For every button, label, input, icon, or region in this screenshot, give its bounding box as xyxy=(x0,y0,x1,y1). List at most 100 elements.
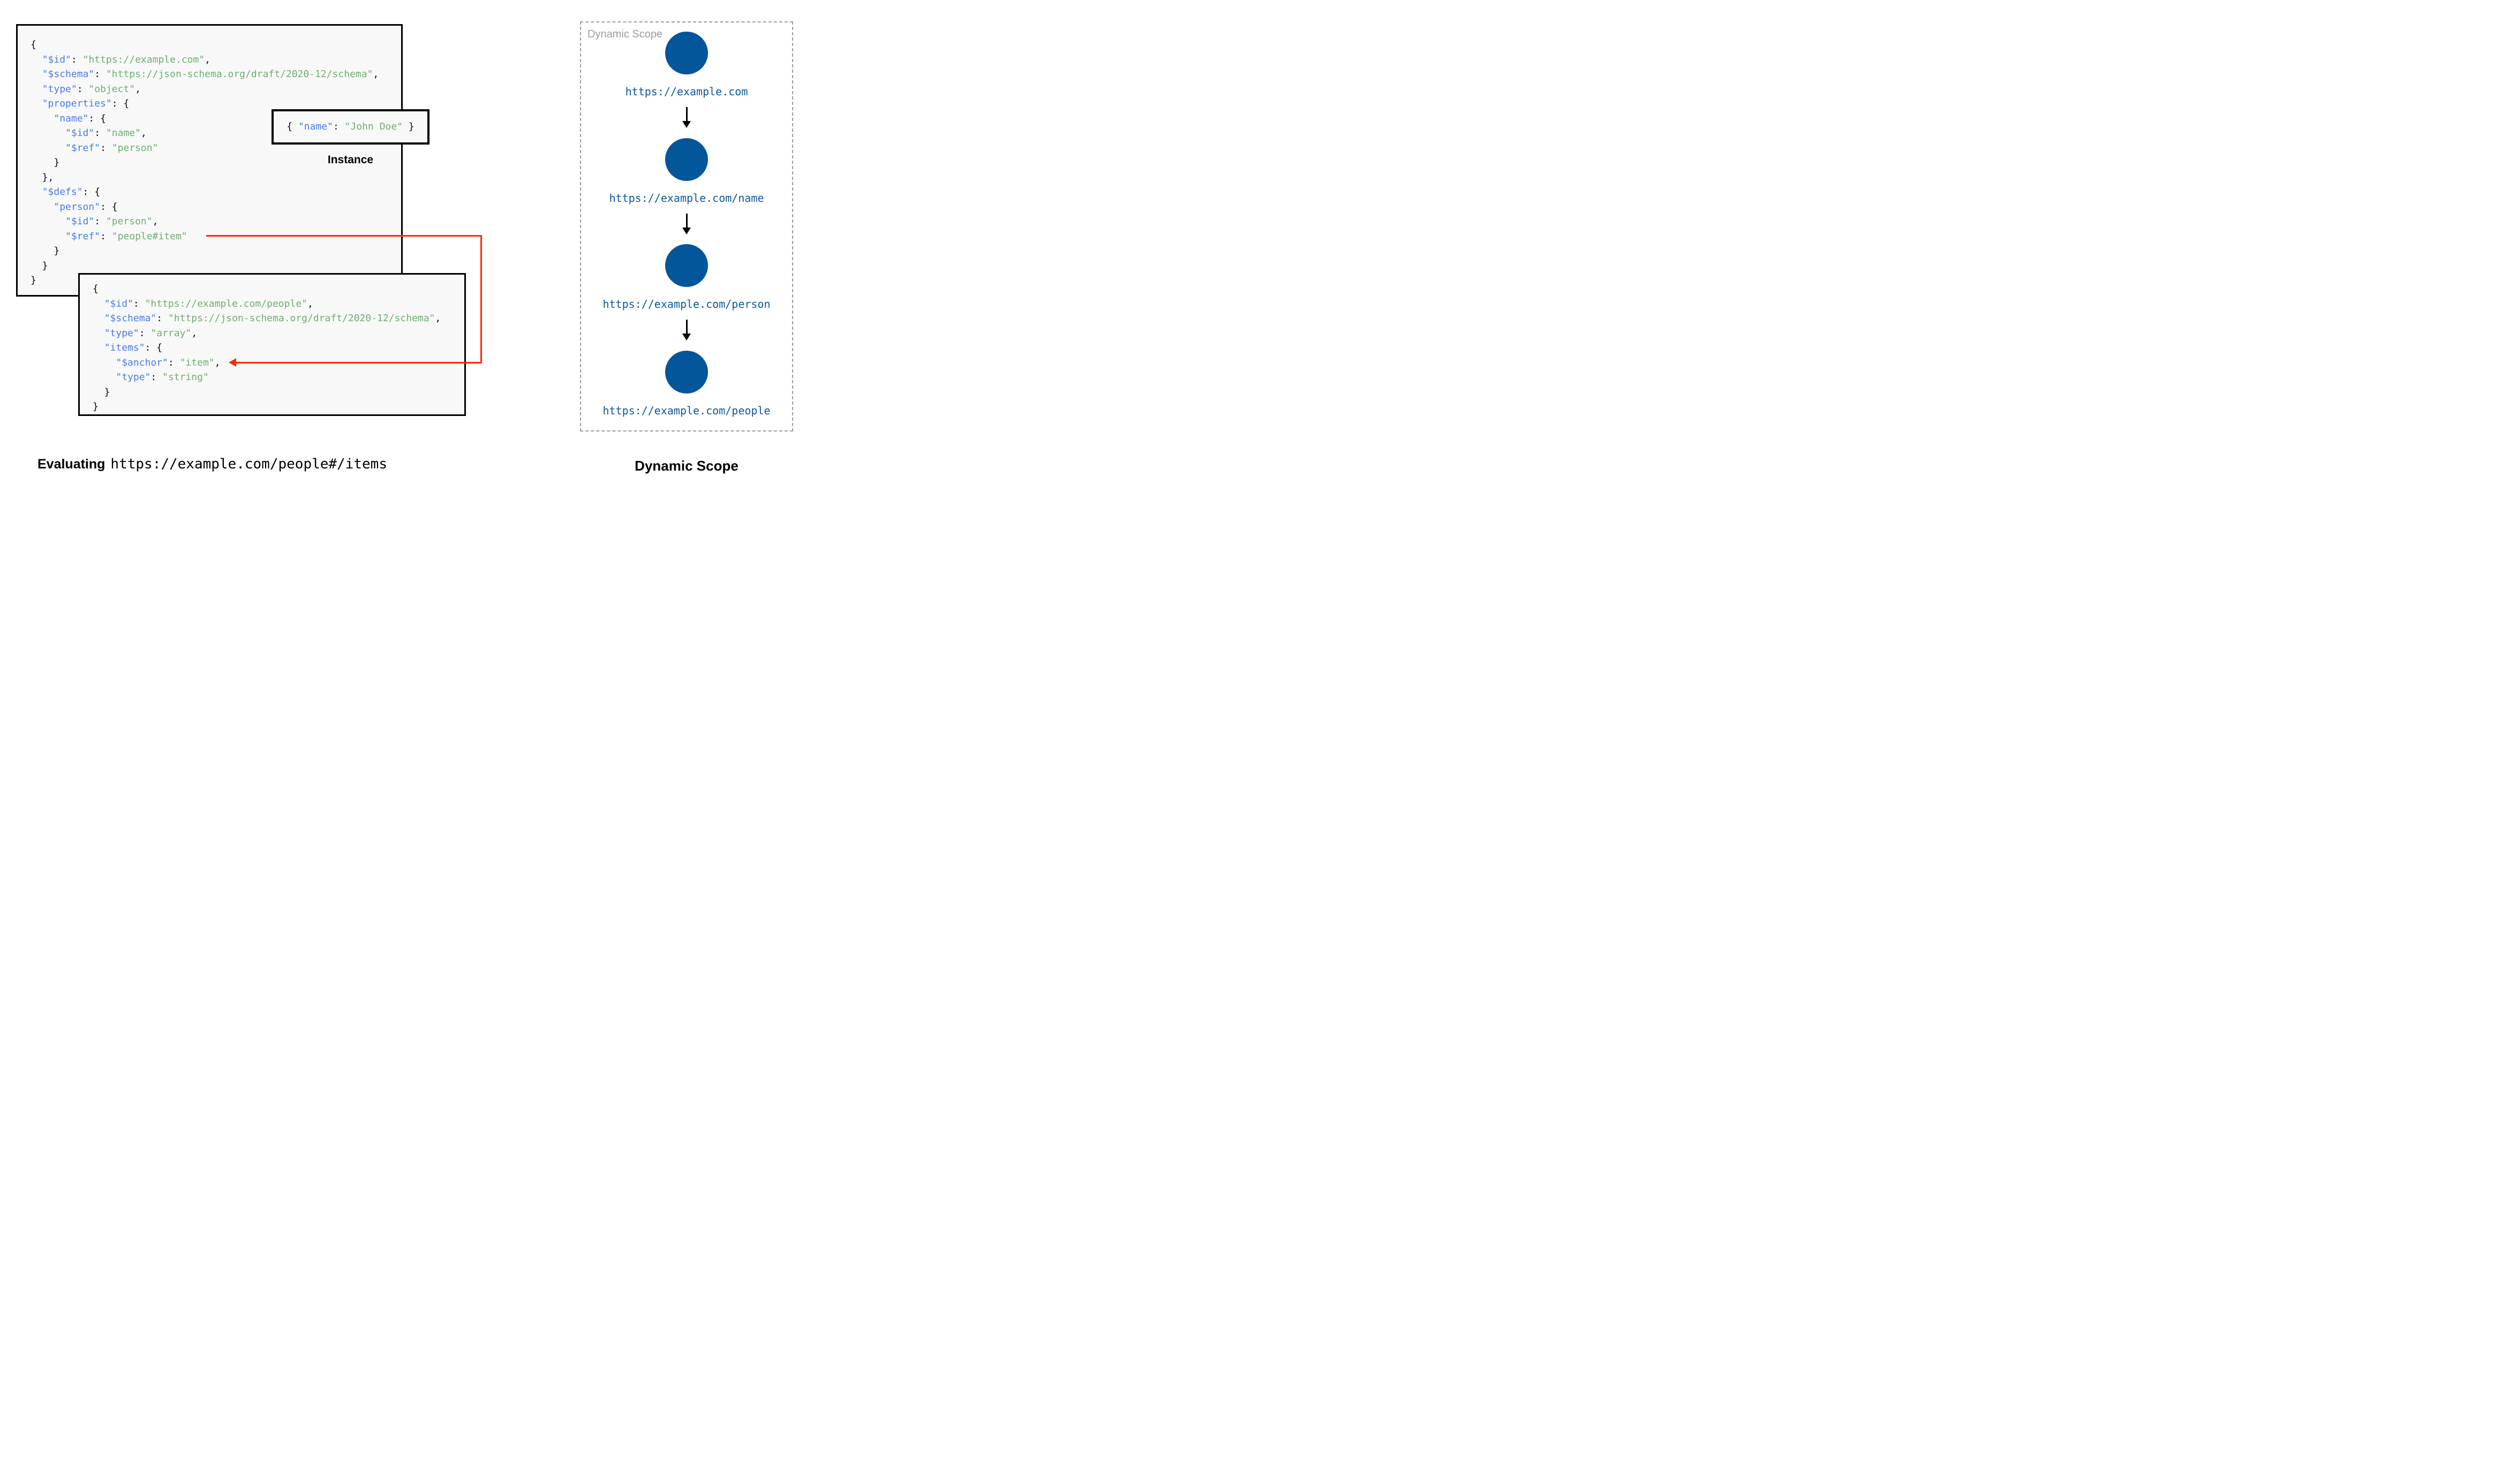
json-punct: } xyxy=(31,157,60,168)
instance-box: { "name": "John Doe" } xyxy=(272,109,429,145)
json-punct xyxy=(93,328,104,339)
json-key: "$defs" xyxy=(42,186,83,198)
json-string: "person" xyxy=(111,142,159,154)
code-line: "person": { xyxy=(31,200,401,215)
json-key: "person" xyxy=(54,201,101,213)
json-punct xyxy=(31,201,54,213)
code-line: } xyxy=(93,399,464,414)
scope-node-url: https://example.com/person xyxy=(602,298,771,311)
json-string: "item" xyxy=(179,357,215,368)
json-punct: , xyxy=(191,327,198,339)
json-punct xyxy=(31,69,42,80)
json-punct xyxy=(31,231,65,242)
json-punct: , xyxy=(140,127,147,139)
json-punct xyxy=(93,313,104,324)
code-line: { xyxy=(93,282,464,297)
people-schema-box: { "$id": "https://example.com/people", "… xyxy=(78,273,466,416)
json-punct: , xyxy=(205,54,210,65)
json-string: "array" xyxy=(150,327,192,339)
code-line: "$ref": "people#item" xyxy=(31,229,401,244)
json-key: "$id" xyxy=(65,127,95,139)
json-punct xyxy=(31,98,42,109)
json-punct: , xyxy=(135,83,141,95)
json-string: "string" xyxy=(162,372,209,383)
json-punct: : xyxy=(77,83,89,95)
json-punct: : xyxy=(100,230,112,242)
json-punct xyxy=(93,357,116,368)
code-line: "$schema": "https://json-schema.org/draf… xyxy=(31,67,401,82)
json-punct: : { xyxy=(145,342,163,353)
code-line: "type": "string" xyxy=(93,370,464,385)
scope-node-circle xyxy=(665,138,708,181)
json-key: "type" xyxy=(116,372,151,383)
root-schema-box: { "$id": "https://example.com", "$schema… xyxy=(16,24,403,297)
json-punct: } xyxy=(31,260,48,271)
people-schema-code: { "$id": "https://example.com/people", "… xyxy=(93,282,464,414)
scope-node-url: https://example.com xyxy=(625,85,748,98)
arrow-head xyxy=(682,227,691,234)
arrow-head xyxy=(682,334,691,341)
json-punct: { xyxy=(287,121,298,132)
json-key: "$id" xyxy=(104,298,133,309)
json-string: "person" xyxy=(105,216,153,227)
json-punct: , xyxy=(307,298,313,309)
json-punct: : xyxy=(133,298,145,309)
arrow-down-icon xyxy=(682,107,691,128)
json-punct: , xyxy=(152,216,159,227)
code-line: "$id": "person", xyxy=(31,214,401,229)
scope-node-url: https://example.com/name xyxy=(609,191,764,205)
json-punct: } xyxy=(31,245,60,256)
json-punct: : { xyxy=(88,112,106,124)
code-line: "$defs": { xyxy=(31,185,401,200)
arrow-shaft xyxy=(685,320,688,334)
diagram-canvas: { "$id": "https://example.com", "$schema… xyxy=(0,0,839,495)
code-line: "$id": "https://example.com/people", xyxy=(93,297,464,312)
code-line: { "name": "John Doe" } xyxy=(287,122,414,132)
code-line: { xyxy=(31,37,401,52)
json-punct xyxy=(31,216,65,227)
dynamic-scope-caption: Dynamic Scope xyxy=(635,458,738,474)
json-key: "$ref" xyxy=(65,142,101,154)
arrow-down-icon xyxy=(682,213,691,234)
json-key: "$schema" xyxy=(42,69,95,80)
json-punct: : xyxy=(333,121,345,132)
code-line: "$id": "https://example.com", xyxy=(31,52,401,67)
json-punct: : xyxy=(100,142,112,154)
json-punct xyxy=(31,84,42,95)
evaluating-caption: Evaluating https://example.com/people#/i… xyxy=(37,456,387,472)
json-key: "$id" xyxy=(65,216,95,227)
code-line: } xyxy=(31,259,401,274)
json-punct: , xyxy=(435,313,441,324)
json-punct: : xyxy=(139,327,151,339)
json-punct: : { xyxy=(111,98,130,109)
json-punct xyxy=(31,113,54,124)
json-punct: { xyxy=(93,283,99,294)
code-line: "type": "array", xyxy=(93,326,464,341)
ref-connector-bottom-line xyxy=(236,362,482,364)
code-line: } xyxy=(31,155,401,170)
json-punct: , xyxy=(214,357,221,368)
json-key: "name" xyxy=(54,112,89,124)
code-line: "$anchor": "item", xyxy=(93,355,464,370)
json-punct: : xyxy=(168,357,180,368)
json-key: "$ref" xyxy=(65,230,101,242)
json-string: "people#item" xyxy=(111,230,187,242)
json-punct: : xyxy=(156,313,168,324)
arrow-shaft xyxy=(685,107,688,121)
json-string: "https://example.com" xyxy=(82,54,205,65)
code-line: } xyxy=(31,244,401,259)
json-string: "John Doe" xyxy=(344,121,403,132)
json-string: "https://json-schema.org/draft/2020-12/s… xyxy=(105,69,373,80)
code-line: "$id": "name", xyxy=(31,126,401,141)
json-punct: { xyxy=(31,39,36,50)
json-punct: : { xyxy=(82,186,101,198)
json-key: "$id" xyxy=(42,54,71,65)
code-line: "$ref": "person" xyxy=(31,141,401,156)
ref-connector-vertical-line xyxy=(480,235,482,364)
evaluating-label: Evaluating xyxy=(37,457,105,472)
json-string: "object" xyxy=(88,83,135,95)
json-key: "type" xyxy=(104,327,139,339)
arrow-shaft xyxy=(685,213,688,228)
json-key: "$anchor" xyxy=(116,357,168,368)
